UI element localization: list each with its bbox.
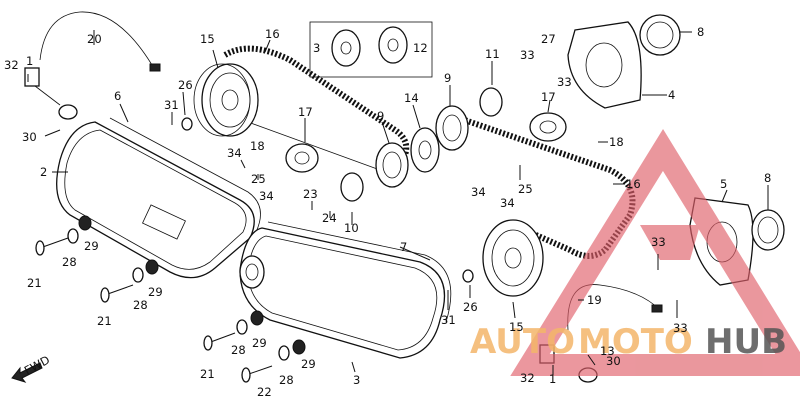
gasket-7 [267, 221, 452, 323]
label-part-7: 7 [400, 240, 407, 254]
label-part-32: 32 [520, 371, 535, 385]
label-part-34: 34 [500, 196, 515, 210]
watermark-logo [510, 129, 800, 376]
watermark-text-hub: HUB [705, 322, 787, 362]
gasket-6 [109, 117, 261, 233]
bolt-set-c [203, 310, 264, 351]
inset-box-3-12 [309, 21, 433, 78]
label-part-18: 18 [609, 135, 624, 149]
label-part-28: 28 [231, 343, 246, 357]
label-part-9: 9 [377, 109, 384, 123]
drive-gear-9-left [375, 142, 409, 188]
label-part-5: 5 [720, 177, 727, 191]
label-part-30: 30 [606, 354, 621, 368]
label-part-19: 19 [587, 293, 602, 307]
back-plate-4 [567, 21, 642, 109]
washer-11 [479, 87, 503, 117]
bolt-set-a [35, 215, 92, 256]
tensioner-17-left [285, 143, 319, 173]
label-part-26: 26 [463, 300, 478, 314]
label-part-28: 28 [133, 298, 148, 312]
label-part-29: 29 [301, 357, 316, 371]
label-part-26: 26 [178, 78, 193, 92]
label-part-33: 33 [673, 321, 688, 335]
washer-26-top [181, 117, 193, 131]
label-part-25: 25 [518, 182, 533, 196]
label-part-28: 28 [279, 373, 294, 387]
sensor-1-top [24, 67, 78, 120]
label-part-30: 30 [22, 130, 37, 144]
label-part-33: 33 [557, 75, 572, 89]
label-part-31: 31 [441, 313, 456, 327]
label-part-16: 16 [626, 177, 641, 191]
label-part-3: 3 [313, 41, 320, 55]
label-part-12: 12 [413, 41, 428, 55]
label-part-34: 34 [471, 185, 486, 199]
label-part-9: 9 [444, 71, 451, 85]
label-part-20: 20 [87, 32, 102, 46]
label-part-32: 32 [4, 58, 19, 72]
fwd-arrow [11, 362, 43, 383]
label-part-8: 8 [697, 25, 704, 39]
label-part-22: 22 [257, 385, 272, 399]
label-part-34: 34 [259, 189, 274, 203]
timing-belt-16-upper [223, 45, 410, 156]
label-part-29: 29 [252, 336, 267, 350]
bolt-set-d [241, 339, 306, 383]
label-part-25: 25 [251, 172, 266, 186]
label-part-29: 29 [84, 239, 99, 253]
label-part-10: 10 [344, 221, 359, 235]
label-part-2: 2 [40, 165, 47, 179]
label-part-24: 24 [322, 211, 337, 225]
label-part-16: 16 [265, 27, 280, 41]
lower-cover-3 [239, 227, 446, 359]
drive-gear-9-right [435, 105, 469, 151]
label-part-21: 21 [200, 367, 215, 381]
leader-lines [27, 30, 769, 375]
label-part-11: 11 [485, 47, 500, 61]
label-part-27: 27 [541, 32, 556, 46]
label-part-33: 33 [651, 235, 666, 249]
label-part-28: 28 [62, 255, 77, 269]
bolt-set-b [100, 259, 159, 303]
label-part-6: 6 [114, 89, 121, 103]
label-part-29: 29 [148, 285, 163, 299]
label-part-33: 33 [520, 48, 535, 62]
seal-8-bottom [751, 209, 785, 251]
label-part-17: 17 [541, 90, 556, 104]
washer-26-bottom [462, 269, 474, 283]
label-part-8: 8 [764, 171, 771, 185]
wire-19-connector [651, 304, 663, 313]
fwd-label: FWD [22, 353, 52, 378]
part-labels: 20 32 1 30 2 6 15 16 26 31 3 12 17 9 14 … [4, 25, 771, 399]
label-part-23: 23 [303, 187, 318, 201]
label-part-31: 31 [164, 98, 179, 112]
label-part-13: 13 [600, 344, 615, 358]
label-part-15: 15 [509, 320, 524, 334]
label-part-15: 15 [200, 32, 215, 46]
wire-20 [39, 11, 156, 71]
tensioner-17-right [529, 112, 567, 142]
watermark-text-moto: MOTO [578, 322, 693, 362]
label-part-21: 21 [27, 276, 42, 290]
wire-20-connector [149, 63, 161, 72]
watermark-text-auto: AUTO [470, 322, 575, 362]
label-part-21: 21 [97, 314, 112, 328]
pulley-15-lower [482, 219, 544, 297]
label-part-4: 4 [668, 88, 675, 102]
label-part-1: 1 [26, 54, 33, 68]
label-part-17: 17 [298, 105, 313, 119]
label-part-18: 18 [250, 139, 265, 153]
plate-14 [410, 127, 440, 173]
washer-10 [340, 172, 364, 202]
label-part-34: 34 [227, 146, 242, 160]
label-part-3: 3 [353, 373, 360, 387]
lower-cover-2 [56, 121, 255, 279]
label-part-14: 14 [404, 91, 419, 105]
seal-8-top [639, 14, 681, 56]
pulley-15-upper [193, 63, 259, 137]
label-part-1: 1 [549, 372, 556, 386]
